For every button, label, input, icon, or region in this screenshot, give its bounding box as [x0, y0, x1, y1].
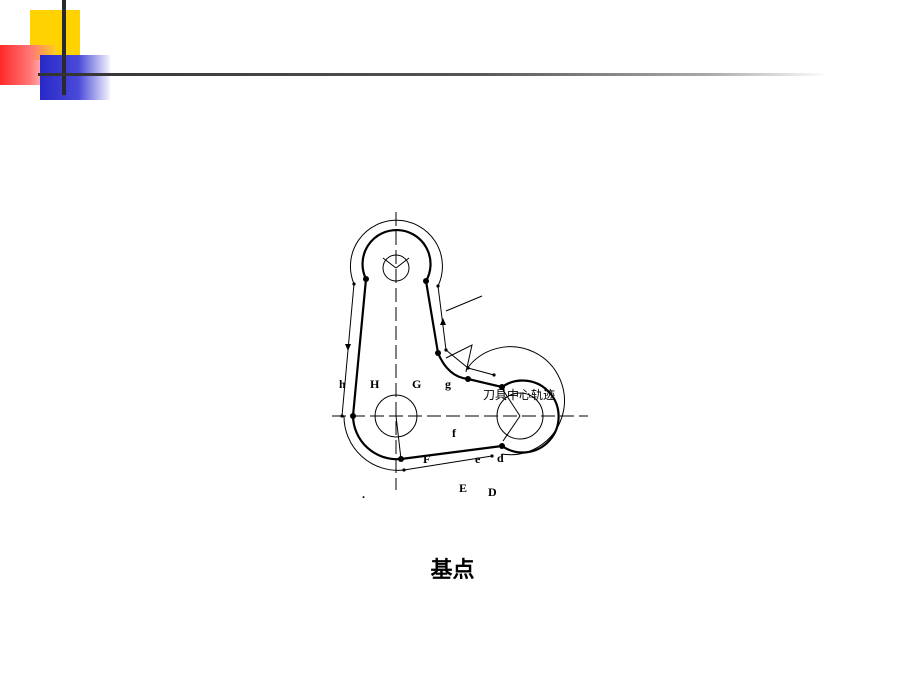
label-E: E	[459, 481, 467, 495]
part-contour-diagram: h H G g f F e d E D . 刀具中心轨迹	[332, 212, 588, 501]
tool-path-connect	[467, 367, 495, 376]
hole-circles	[374, 254, 544, 440]
contour-right-arc	[501, 379, 560, 454]
tool-path-top-arc	[349, 219, 443, 287]
caption: 基点	[430, 558, 475, 583]
label-G: G	[412, 377, 421, 391]
top-hole	[382, 254, 410, 282]
contour-right-line	[424, 280, 440, 354]
label-d: d	[497, 451, 504, 465]
label-F: F	[423, 452, 430, 466]
right-hole	[496, 392, 544, 440]
tool-path-bottom-line	[403, 455, 493, 471]
leader-line	[445, 295, 483, 312]
tool-path-label: 刀具中心轨迹	[483, 387, 555, 402]
label-g: g	[445, 377, 451, 391]
decor-horizontal-line	[38, 73, 828, 76]
label-e: e	[475, 452, 481, 466]
label-f: f	[452, 426, 457, 440]
label-D: D	[488, 485, 497, 499]
tool-path-right-arc	[465, 346, 565, 456]
left-hole	[374, 394, 418, 438]
arrow-up-icon	[440, 318, 446, 325]
contour-top-arc	[361, 228, 432, 282]
corner-wedge	[445, 344, 473, 373]
contour-bottom-line	[400, 444, 503, 461]
contour-connect-line	[467, 377, 503, 389]
tool-center-path	[341, 219, 565, 471]
decor-blue-square	[40, 55, 110, 100]
label-dot: .	[362, 487, 365, 501]
tool-path-right-line	[437, 285, 447, 351]
radius-lines	[382, 257, 521, 460]
arrow-down-icon	[345, 344, 351, 351]
tool-path-left-arc	[343, 415, 405, 471]
label-h: h	[339, 377, 346, 391]
direction-arrows	[345, 318, 446, 351]
base-points	[340, 276, 505, 472]
contour-fillet	[436, 352, 469, 381]
label-H: H	[370, 377, 380, 391]
contour-left-arc	[351, 415, 402, 461]
decor-vertical-line	[62, 0, 66, 95]
contour-left-line	[351, 278, 368, 417]
tool-path-corner	[445, 349, 469, 369]
part-contour	[351, 228, 560, 461]
